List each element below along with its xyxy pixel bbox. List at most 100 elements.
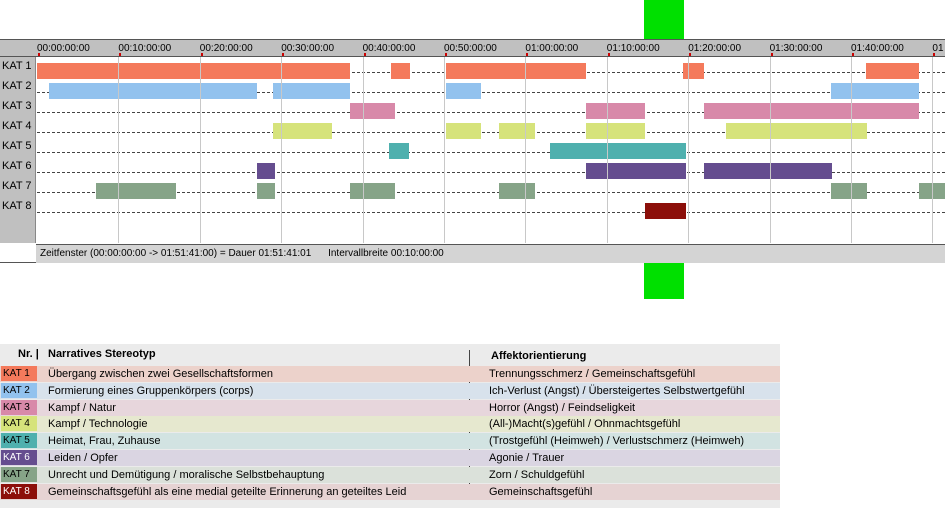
legend-row: KAT 7 Unrecht und Demütigung / moralische… [0,466,780,483]
timeline-segment[interactable] [585,123,646,139]
time-gridline [444,57,445,243]
timeline-segment[interactable] [95,183,177,199]
timeline-segment[interactable] [865,63,919,79]
legend-affekt: Zorn / Schuldgefühl [489,468,585,481]
tick-mark [200,53,203,56]
tick-label: 00:10:00:00 [118,43,172,54]
timeline-segment[interactable] [446,63,586,79]
time-gridline [688,57,690,243]
row-label: KAT 5 [2,140,32,152]
timeline-segment[interactable] [256,183,275,199]
tick-mark [852,53,854,56]
timeline-segment[interactable] [704,163,833,179]
timeline-segment[interactable] [37,63,351,79]
row-baseline [37,112,945,113]
time-gridline [525,57,527,243]
row-label: KAT 6 [2,160,32,172]
legend-row: KAT 1 Übergang zwischen zwei Gesellschaft… [0,366,780,382]
legend-swatch: KAT 8 [1,483,37,499]
timeline-segment[interactable] [645,203,686,219]
row-label: KAT 7 [2,180,32,192]
legend-row: KAT 2 Formierung eines Gruppenkörpers (co… [0,382,780,399]
timeline-segment[interactable] [49,83,257,99]
status-window-text: Zeitfenster (00:00:00:00 -> 01:51:41:00)… [40,248,312,259]
timeline-segment[interactable] [704,103,919,119]
tick-mark [526,53,529,56]
timeline-segment[interactable] [391,63,410,79]
status-interval-text: Intervallbreite 00:10:00:00 [328,248,444,259]
legend-swatch: KAT 1 [1,366,37,381]
time-gridline [769,57,771,243]
timeline-segment[interactable] [446,123,481,139]
tick-label: 00:50:00:00 [444,43,497,54]
time-gridline [118,57,120,243]
legend-stereotyp: Übergang zwischen zwei Gesellschaftsform… [48,368,273,380]
legend-swatch: KAT 5 [1,433,37,449]
row-baseline [37,132,945,133]
timeline-segment[interactable] [549,143,686,159]
tick-label: 00:30:00:00 [281,43,335,54]
tick-label: 01:10:00:00 [606,43,660,54]
legend-swatch: KAT 6 [1,450,37,465]
timeline-segment[interactable] [256,163,275,179]
legend-stereotyp: Unrecht und Demütigung / moralische Selb… [48,468,325,481]
time-gridline [851,57,852,243]
row-label: KAT 2 [2,80,32,92]
time-gridline [932,57,934,243]
legend-affekt: (All-)Macht(s)gefühl / Ohnmachtsgefühl [489,418,681,431]
tick-label: 00:40:00:00 [362,43,416,54]
time-gridline [281,57,283,243]
tick-label: 01:40:00:00 [851,43,904,54]
timeline-segment[interactable] [389,143,409,159]
timeline-segment[interactable] [446,83,481,99]
legend-affekt: (Trostgefühl (Heimweh) / Verlustschmerz … [489,435,745,448]
timeline-segment[interactable] [726,123,868,139]
timeline-segment[interactable] [683,63,705,79]
row-baseline [37,212,945,213]
legend-swatch: KAT 7 [1,466,37,482]
legend-stereotyp: Kampf / Natur [48,401,116,414]
timeline-segment[interactable] [499,183,536,199]
legend-swatch: KAT 2 [1,382,37,398]
timeline-segment[interactable] [918,183,945,199]
tick-label: 01:20:00:00 [688,43,742,54]
timeline-segment[interactable] [585,163,686,179]
legend-affekt: Horror (Angst) / Feindseligkeit [489,401,636,414]
timeline-segment[interactable] [273,123,333,139]
row-label: KAT 3 [2,100,32,112]
timeline-segment[interactable] [273,83,351,99]
legend-swatch: KAT 3 [1,399,37,415]
time-gridline [199,57,201,243]
timeline-segment[interactable] [350,183,396,199]
timeline-segment[interactable] [499,123,536,139]
tick-mark [689,53,692,56]
row-label: KAT 8 [2,200,32,212]
legend-header-nr: Nr. | [18,348,39,360]
time-gridline [362,57,364,243]
tick-mark [282,53,285,56]
status-bar: Zeitfenster (00:00:00:00 -> 01:51:41:00)… [36,244,945,263]
row-baseline [37,172,945,173]
legend-affekt: Trennungsschmerz / Gemeinschaftsgefühl [489,368,696,380]
timeline-segment[interactable] [585,103,646,119]
tick-mark [770,53,773,56]
legend-stereotyp: Formierung eines Gruppenkörpers (corps) [48,384,254,397]
tick-label: 01:00:00:00 [525,43,579,54]
tick-label: 01:30:00:00 [769,43,823,54]
timeline-segment[interactable] [830,83,919,99]
tick-label: 01 [932,43,944,54]
tick-label: 00:20:00:00 [199,43,253,54]
legend-affekt: Ich-Verlust (Angst) / Übersteigertes Sel… [489,384,745,397]
row-baseline [37,92,945,93]
timeline-segment[interactable] [830,183,868,199]
time-gridline [606,57,608,243]
row-label: KAT 4 [2,120,32,132]
row-baseline [37,192,945,193]
timeline-segment[interactable] [350,103,396,119]
